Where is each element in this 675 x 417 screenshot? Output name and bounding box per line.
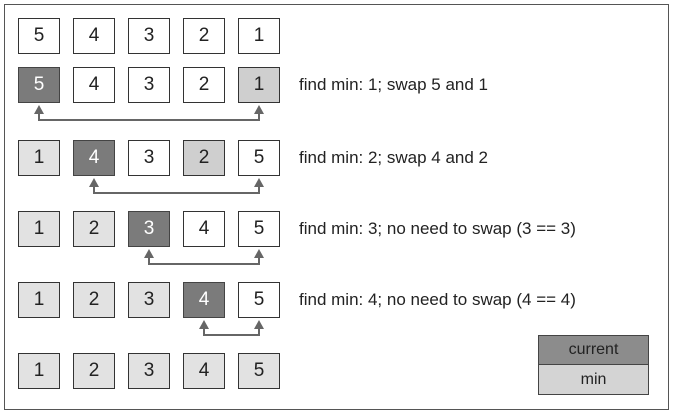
array-cell-r2-c3: 3 <box>128 67 170 103</box>
legend-current-label: current <box>568 341 619 358</box>
array-cell-r5-c4-current: 4 <box>183 282 225 318</box>
arrowhead-icon <box>254 105 264 114</box>
array-cell-r5-c1: 1 <box>18 282 60 318</box>
array-cell-r6-c3: 3 <box>128 353 170 389</box>
arrowhead-icon <box>254 249 264 258</box>
arrowhead-icon <box>199 320 209 329</box>
array-cell-r6-c1: 1 <box>18 353 60 389</box>
array-cell-r5-c5: 5 <box>238 282 280 318</box>
array-cell-r4-c1: 1 <box>18 211 60 247</box>
arrowhead-icon <box>254 320 264 329</box>
array-cell-r2-c2: 4 <box>73 67 115 103</box>
step-label-2: find min: 2; swap 4 and 2 <box>299 148 489 167</box>
array-cell-r4-c4: 4 <box>183 211 225 247</box>
array-cell-r1-c2: 4 <box>73 18 115 54</box>
legend-min: min <box>538 365 649 395</box>
array-cell-r6-c4: 4 <box>183 353 225 389</box>
swap-arrow-row-4 <box>199 320 264 336</box>
array-cell-r5-c2: 2 <box>73 282 115 318</box>
arrowhead-icon <box>144 249 154 258</box>
array-cell-r5-c3: 3 <box>128 282 170 318</box>
swap-arrow-row-3 <box>144 249 264 265</box>
array-cell-r3-c4-min: 2 <box>183 140 225 176</box>
legend-current: current <box>538 335 649 365</box>
arrowhead-icon <box>34 105 44 114</box>
swap-arrow-row-2 <box>89 178 264 194</box>
step-label-1: find min: 1; swap 5 and 1 <box>299 75 489 94</box>
array-cell-r2-c4: 2 <box>183 67 225 103</box>
array-cell-r3-c3: 3 <box>128 140 170 176</box>
array-cell-r4-c5: 5 <box>238 211 280 247</box>
array-cell-r1-c5: 1 <box>238 18 280 54</box>
array-cell-r6-c5: 5 <box>238 353 280 389</box>
swap-arrow-row-1 <box>34 105 264 121</box>
array-cell-r3-c5: 5 <box>238 140 280 176</box>
array-cell-r3-c1: 1 <box>18 140 60 176</box>
arrowhead-icon <box>254 178 264 187</box>
step-label-4: find min: 4; no need to swap (4 == 4) <box>299 290 576 309</box>
step-label-3: find min: 3; no need to swap (3 == 3) <box>299 219 576 238</box>
arrowhead-icon <box>89 178 99 187</box>
array-cell-r4-c2: 2 <box>73 211 115 247</box>
array-cell-r1-c4: 2 <box>183 18 225 54</box>
legend-min-label: min <box>580 370 607 388</box>
array-cell-r3-c2-current: 4 <box>73 140 115 176</box>
array-cell-r2-c1-current: 5 <box>18 67 60 103</box>
legend: current min <box>538 335 649 395</box>
array-cell-r6-c2: 2 <box>73 353 115 389</box>
array-cell-r4-c3-current: 3 <box>128 211 170 247</box>
array-cell-r1-c3: 3 <box>128 18 170 54</box>
array-cell-r2-c5-min: 1 <box>238 67 280 103</box>
array-cell-r1-c1: 5 <box>18 18 60 54</box>
